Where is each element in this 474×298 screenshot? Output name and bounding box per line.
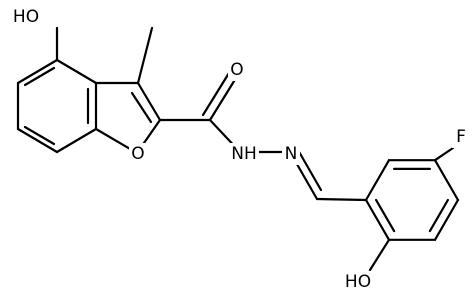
bond bbox=[364, 159, 391, 202]
bond-double bbox=[428, 198, 449, 233]
bond bbox=[16, 127, 59, 154]
bond bbox=[315, 197, 368, 202]
label-bg bbox=[338, 271, 378, 293]
bond bbox=[368, 238, 391, 272]
label-bg bbox=[6, 6, 46, 28]
bond-double bbox=[208, 76, 238, 122]
amine-nh-label: NH bbox=[231, 144, 257, 164]
label-bg bbox=[129, 143, 147, 165]
bond-double bbox=[23, 66, 56, 87]
label-bg bbox=[229, 143, 259, 165]
carbonyl-oxygen-label: O bbox=[230, 60, 243, 80]
bond-double bbox=[136, 81, 162, 122]
bond bbox=[55, 58, 98, 85]
hydroxyl-label-bottom: HO bbox=[345, 272, 371, 292]
bond bbox=[136, 26, 154, 85]
bond bbox=[16, 58, 59, 85]
bond-double bbox=[375, 198, 396, 233]
fluorine-label: F bbox=[456, 127, 466, 147]
hydroxyl-label-top: HO bbox=[13, 7, 39, 27]
imine-n-label: N bbox=[285, 144, 298, 164]
bond bbox=[433, 159, 460, 202]
bond bbox=[364, 198, 391, 241]
bond-double bbox=[23, 125, 56, 146]
bond bbox=[433, 198, 460, 241]
bond-double bbox=[130, 91, 153, 124]
bond-double bbox=[201, 71, 231, 117]
label-bg bbox=[228, 59, 246, 81]
bond bbox=[55, 127, 98, 154]
bond-double bbox=[296, 148, 323, 192]
label-bg bbox=[282, 143, 300, 165]
label-bg bbox=[452, 126, 470, 148]
furan-oxygen-label: O bbox=[131, 144, 144, 164]
bond bbox=[433, 146, 455, 162]
